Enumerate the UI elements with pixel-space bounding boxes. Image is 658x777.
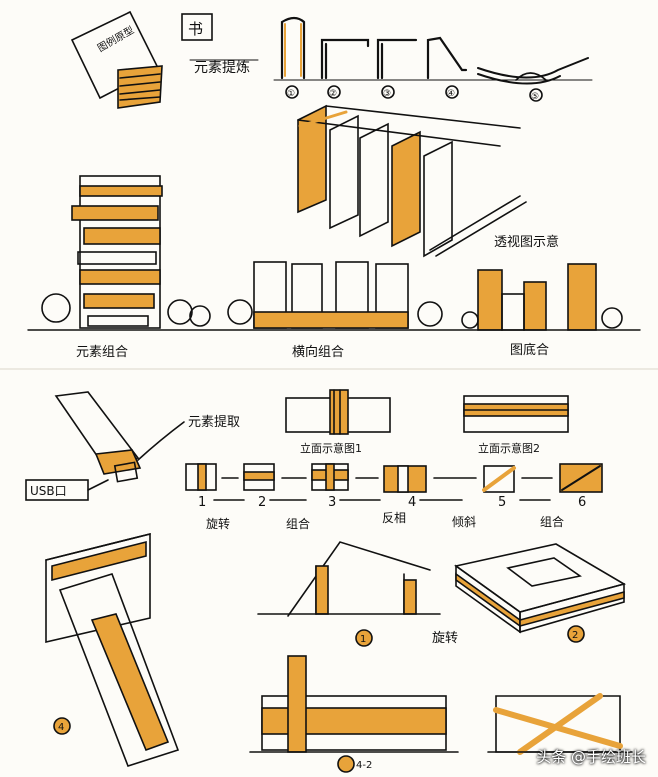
extract-shape-1 <box>280 16 306 80</box>
elevation-1-sketch <box>285 389 391 435</box>
header-char: 书 <box>188 20 203 38</box>
cross-building-sketch <box>45 532 180 767</box>
marker-4: 4 <box>58 722 64 733</box>
label-horizontal: 横向组合 <box>292 344 344 360</box>
header-char-box <box>181 13 213 41</box>
top-sketch-panel: 图例原型 书 元素提炼 ① ② ③ ④ ⑤ 透视图示意 元素组合 横向组合 图底… <box>0 0 658 368</box>
square-building-sketch <box>454 543 627 634</box>
step-marker-4: ④ <box>447 89 455 99</box>
perspective-1-sketch <box>257 541 441 617</box>
seq-word-1: 旋转 <box>206 516 230 531</box>
seq-num-5: 5 <box>498 495 506 510</box>
extract-tag-label: 元素提取 <box>188 414 240 430</box>
perspective-label: 透视图示意 <box>494 234 559 250</box>
marker-1: 1 <box>360 634 366 645</box>
seq-num-1: 1 <box>198 495 206 510</box>
extract-shape-5 <box>477 57 589 85</box>
elevation-1-label: 立面示意图1 <box>300 441 362 455</box>
figure-ground-sketch <box>461 263 623 331</box>
tall-building-sketch <box>41 175 211 329</box>
box-label: 图例原型 <box>95 23 136 54</box>
marker-2: 2 <box>572 630 578 641</box>
seq-num-2: 2 <box>258 495 266 510</box>
perspective-panels-sketch <box>297 104 527 258</box>
usb-label: USB口 <box>30 484 67 498</box>
seq-word-5: 组合 <box>540 514 564 529</box>
bottom-sketch-drawing: 元素提取 USB口 立面示意图1 立面示意图2 1 2 3 4 5 6 旋转 组… <box>25 389 633 773</box>
long-elevation-sketch <box>249 655 459 753</box>
label-figure: 图底合 <box>510 342 549 358</box>
extract-shape-3 <box>376 38 418 80</box>
small-perspective-sketch <box>487 693 633 755</box>
seq-word-2: 组合 <box>286 516 310 531</box>
label-combine: 元素组合 <box>76 345 128 360</box>
horizontal-combination-sketch <box>227 261 443 329</box>
watermark: 头条 @手绘班长 <box>536 748 646 766</box>
seq-word-4: 倾斜 <box>452 515 476 529</box>
seq-num-3: 3 <box>328 495 336 510</box>
usb-drive-sketch <box>25 391 185 501</box>
seq-num-4: 4 <box>408 495 416 510</box>
step-marker-1: ① <box>287 89 295 99</box>
seq-num-6: 6 <box>578 495 586 510</box>
step-marker-2: ② <box>329 89 337 99</box>
top-sketch-drawing: 图例原型 书 元素提炼 ① ② ③ ④ ⑤ 透视图示意 元素组合 横向组合 图底… <box>27 10 641 360</box>
elevation-2-label: 立面示意图2 <box>478 441 540 455</box>
step-marker-3: ③ <box>383 89 391 99</box>
bottom-sketch-panel: 元素提取 USB口 立面示意图1 立面示意图2 1 2 3 4 5 6 旋转 组… <box>0 370 658 777</box>
seq-word-3: 反相 <box>382 511 406 525</box>
marker-4-2: 4-2 <box>356 760 372 771</box>
elevation-2-sketch <box>463 395 569 433</box>
extract-label: 元素提炼 <box>194 60 250 76</box>
extract-shape-2 <box>320 38 370 80</box>
panel-divider <box>0 368 658 370</box>
step-marker-5: ⑤ <box>531 92 539 102</box>
sequence-sketches <box>185 463 603 501</box>
extract-shape-4 <box>426 36 468 80</box>
rotate-label: 旋转 <box>432 631 458 646</box>
